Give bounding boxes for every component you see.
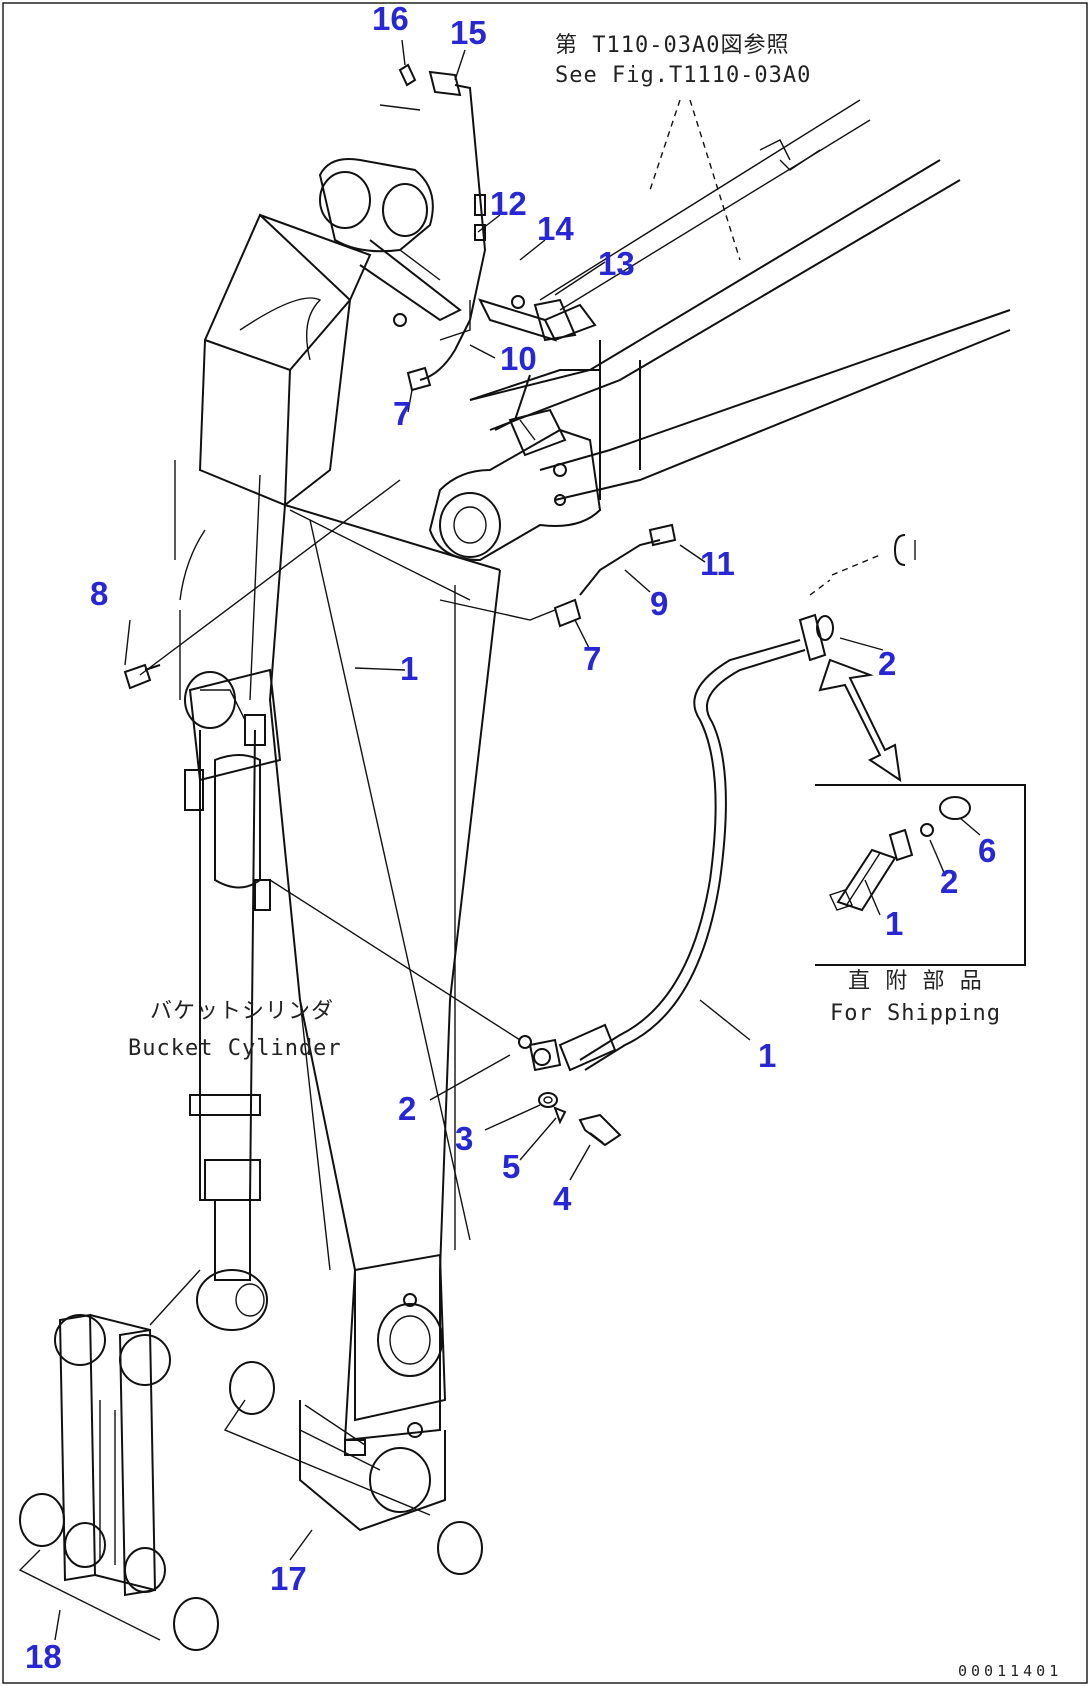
see-fig-note-en: See Fig.T1110-03A0: [555, 63, 811, 88]
callout-13: 13: [598, 245, 635, 282]
callout-2-inset: 2: [940, 863, 958, 900]
callout-7-upper: 7: [393, 395, 411, 432]
callout-18: 18: [25, 1638, 62, 1675]
callout-10: 10: [500, 340, 537, 377]
callout-16: 16: [372, 0, 409, 37]
notes: 第 T110-03A0図参照 See Fig.T1110-03A0 バケットシリ…: [128, 33, 1062, 1680]
pin-assemblies: [19, 1313, 483, 1651]
callout-9: 9: [650, 585, 668, 622]
see-fig-note-ja: 第 T110-03A0図参照: [555, 33, 789, 58]
callout-17: 17: [270, 1560, 307, 1597]
callout-3: 3: [455, 1120, 473, 1157]
callout-5: 5: [502, 1148, 520, 1185]
callout-12: 12: [490, 185, 527, 222]
callout-2-lower: 2: [398, 1090, 416, 1127]
bucket-cylinder-label-en: Bucket Cylinder: [128, 1036, 342, 1061]
callouts: 16 15 12 14 13 10 7 11 8 9 7 2 1 6 2 1 1…: [25, 0, 996, 1675]
callout-11: 11: [700, 545, 735, 582]
callout-2-top: 2: [878, 645, 896, 682]
callout-1-hose: 1: [758, 1037, 776, 1074]
assembly-lines: [18, 99, 881, 1641]
callout-14: 14: [537, 210, 574, 247]
callout-7-lower: 7: [583, 640, 601, 677]
leader-lines: [54, 39, 981, 1641]
callout-6: 6: [978, 832, 996, 869]
small-parts: [123, 63, 916, 1147]
callout-4: 4: [553, 1180, 572, 1217]
shipping-label-ja: 直 附 部 品: [848, 969, 983, 994]
bucket-cylinder-label-ja: バケットシリンダ: [150, 999, 334, 1024]
drawing-id: 00011401: [958, 1662, 1062, 1680]
shipping-inset: [815, 658, 1026, 966]
callout-8: 8: [90, 575, 108, 612]
hose-assembly: [528, 613, 834, 1072]
shipping-label-en: For Shipping: [830, 1001, 1001, 1026]
bucket-cylinder: [174, 460, 282, 1331]
callout-1-arm: 1: [400, 650, 418, 687]
callout-15: 15: [450, 14, 487, 51]
arm-assembly: [198, 99, 1011, 1532]
callout-1-inset: 1: [885, 905, 903, 942]
